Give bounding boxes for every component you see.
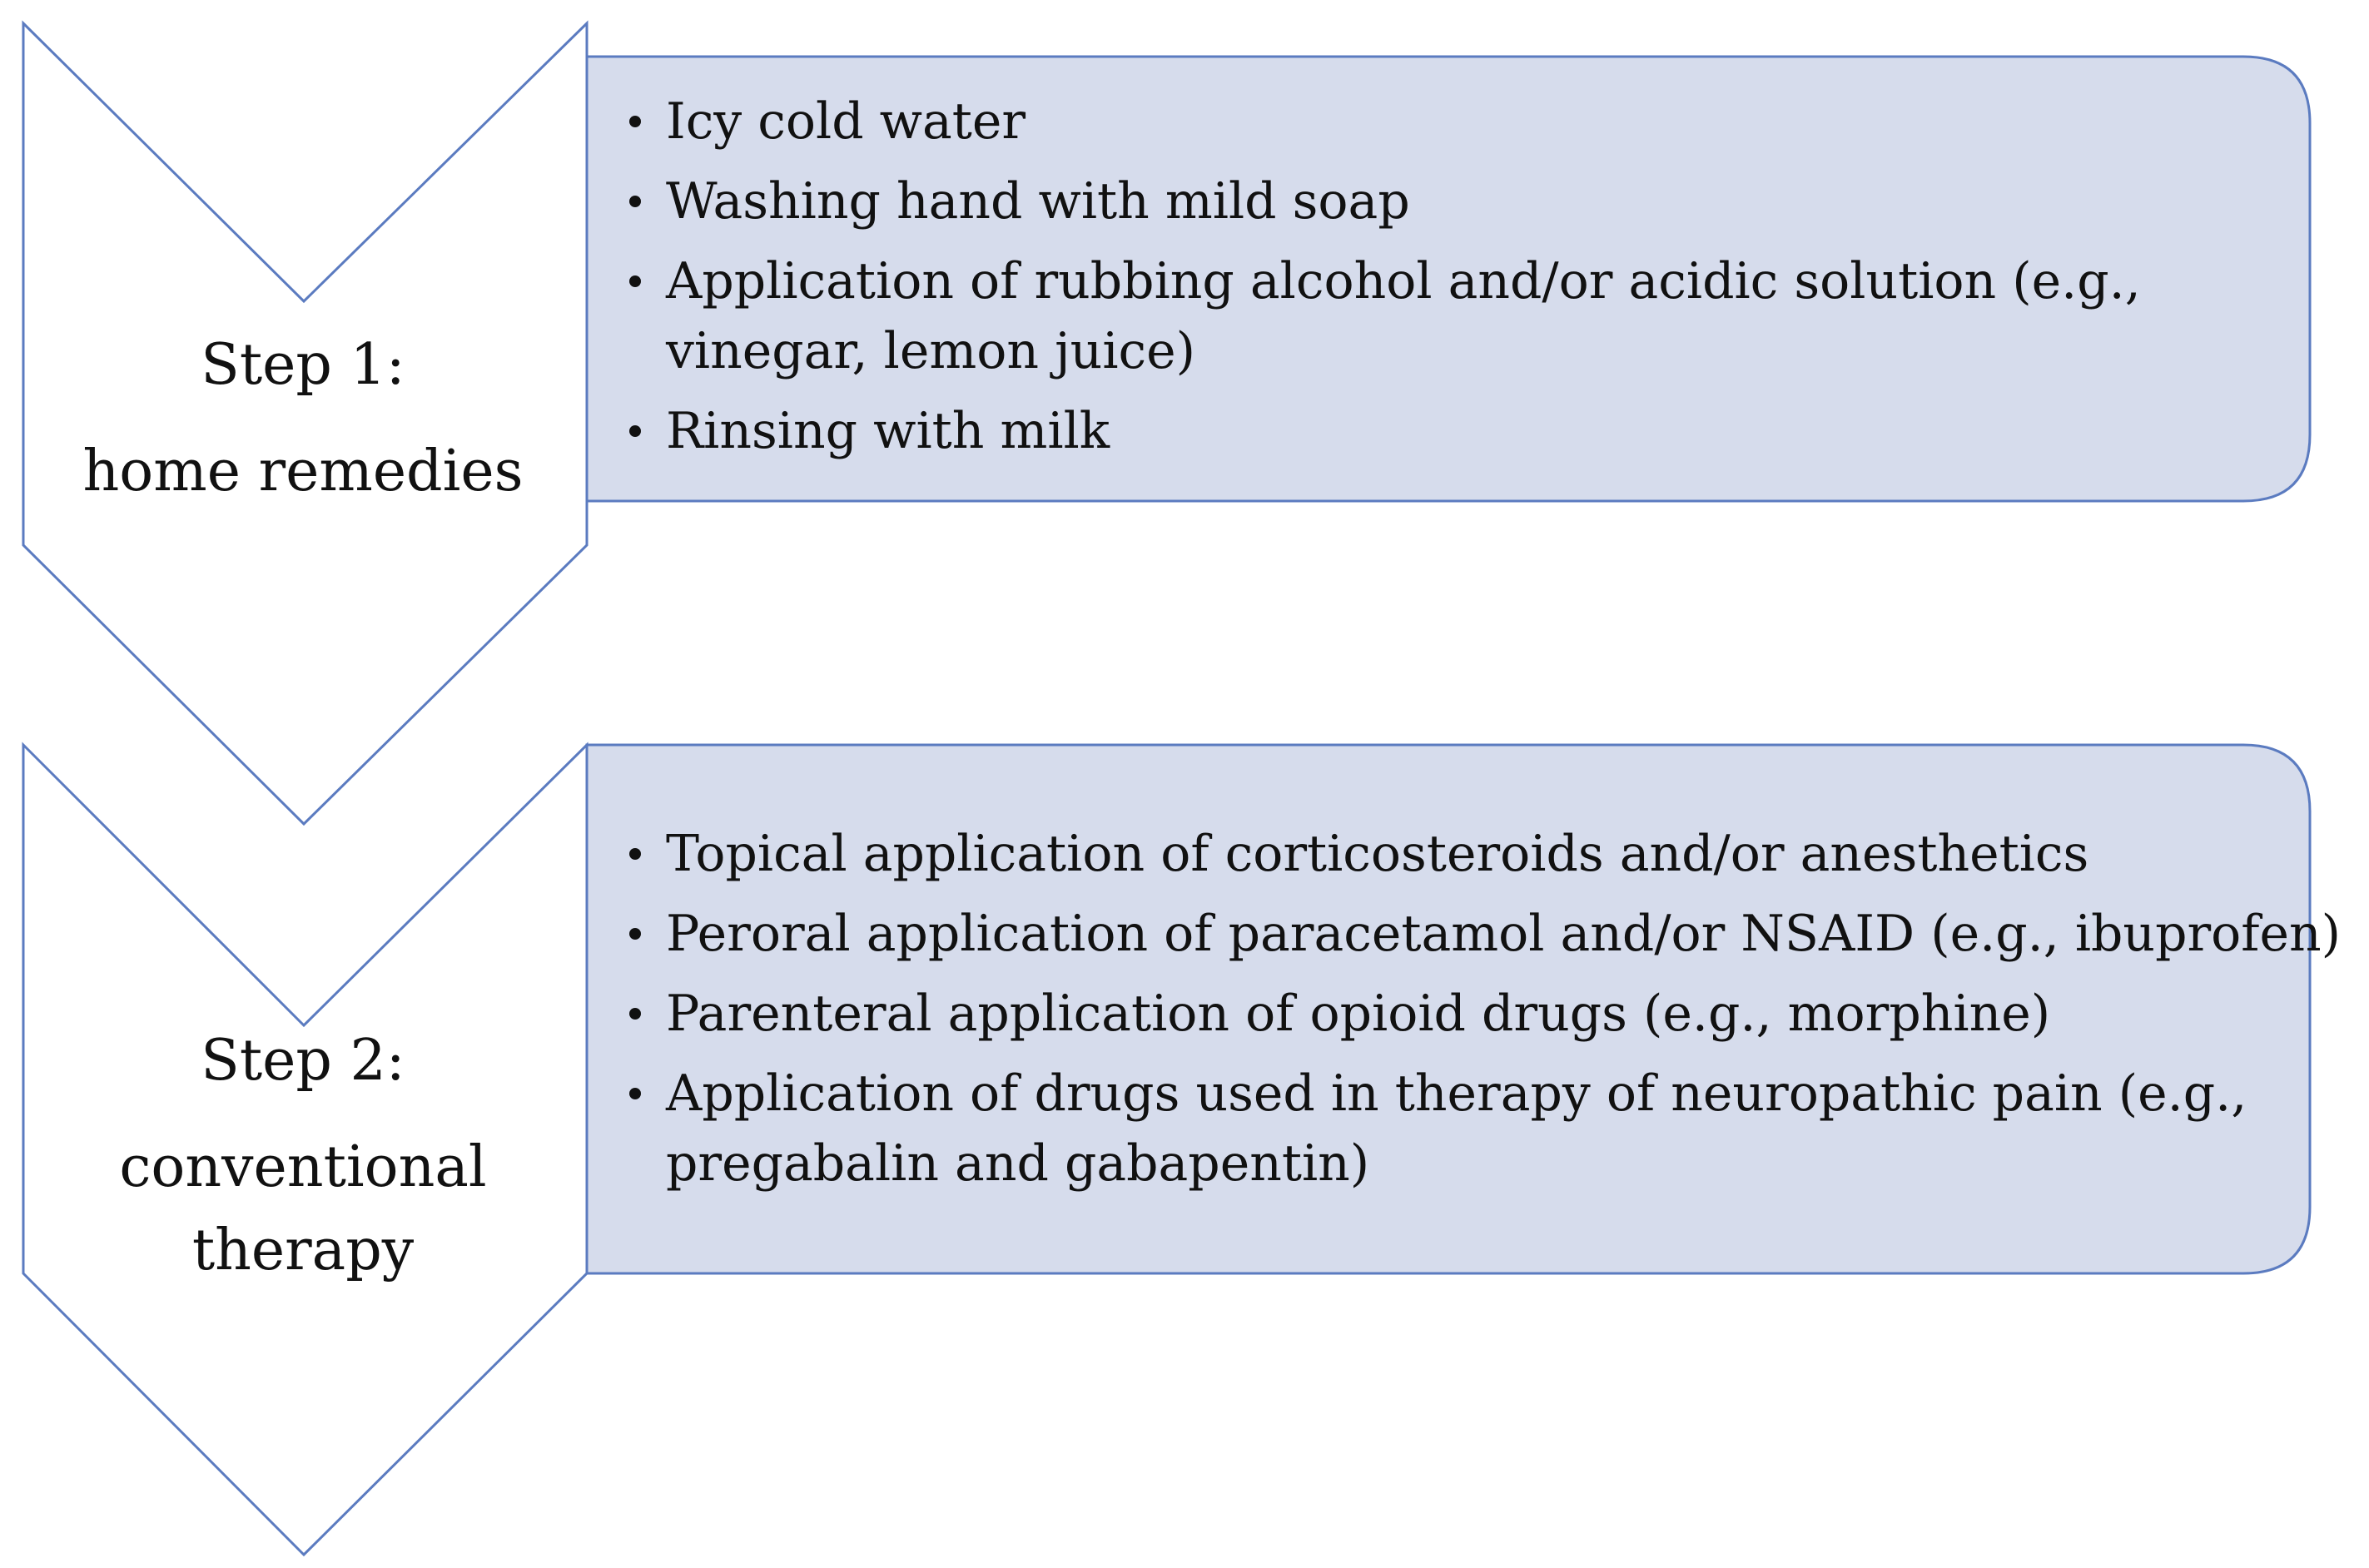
step-1-item-list: Icy cold water Washing hand with mild so… xyxy=(623,87,2204,476)
step-1-label: Step 1: home remedies xyxy=(12,312,594,525)
step-1-label-line: home remedies xyxy=(82,439,524,504)
list-item: Application of rubbing alcohol and/or ac… xyxy=(623,246,2204,386)
list-item: Rinsing with milk xyxy=(623,396,2204,466)
step-1-detail-box xyxy=(585,55,2312,503)
step-2-detail-box xyxy=(585,743,2312,1275)
step-1-label-line: Step 1: xyxy=(201,332,405,398)
list-item: Peroral application of paracetamol and/o… xyxy=(623,899,2354,969)
step-2-label-line: Step 2: xyxy=(201,1028,405,1094)
list-item: Topical application of corticosteroids a… xyxy=(623,819,2354,889)
list-item: Application of drugs used in therapy of … xyxy=(623,1059,2354,1198)
step-1-chevron xyxy=(22,20,589,826)
step-2-label: Step 2: conventional therapy xyxy=(12,1020,594,1293)
step-2-item-list: Topical application of corticosteroids a… xyxy=(623,819,2354,1208)
step-2-label-line: conventional xyxy=(119,1134,487,1200)
list-item: Parenteral application of opioid drugs (… xyxy=(623,979,2354,1049)
list-item: Icy cold water xyxy=(623,87,2204,156)
list-item: Washing hand with mild soap xyxy=(623,166,2204,236)
step-2-label-line: therapy xyxy=(191,1218,415,1283)
